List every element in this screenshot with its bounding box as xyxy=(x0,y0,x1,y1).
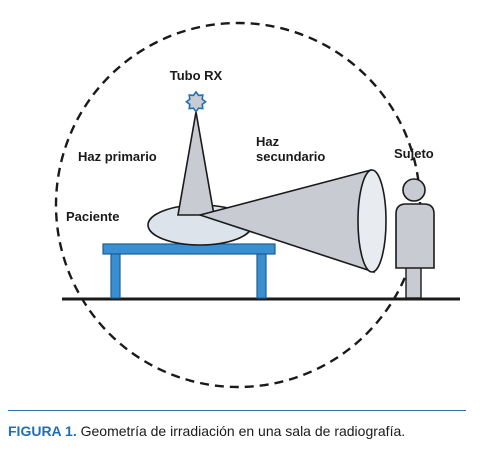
xray-tube-icon xyxy=(185,90,207,113)
caption-divider xyxy=(8,410,466,411)
subject-label: Sujeto xyxy=(394,146,434,161)
subject-person-icon xyxy=(395,178,435,299)
figure-caption: FIGURA 1. Geometría de irradiación en un… xyxy=(8,423,478,439)
examination-table xyxy=(102,243,276,299)
patient-label: Paciente xyxy=(66,209,119,224)
primary-beam-cone xyxy=(177,111,215,216)
irradiation-geometry-diagram: Tubo RX Haz primario Haz secundario Paci… xyxy=(54,21,460,389)
secondary-beam-cone xyxy=(197,168,375,274)
tube-label: Tubo RX xyxy=(170,68,223,83)
secondary-beam-cone-end xyxy=(357,169,387,273)
caption-label: FIGURA 1. xyxy=(8,423,77,439)
caption-text: Geometría de irradiación en una sala de … xyxy=(80,423,406,439)
primary-beam-label: Haz primario xyxy=(78,149,157,164)
secondary-beam-label-line2: secundario xyxy=(256,149,325,164)
secondary-beam-label-line1: Haz xyxy=(256,134,280,149)
